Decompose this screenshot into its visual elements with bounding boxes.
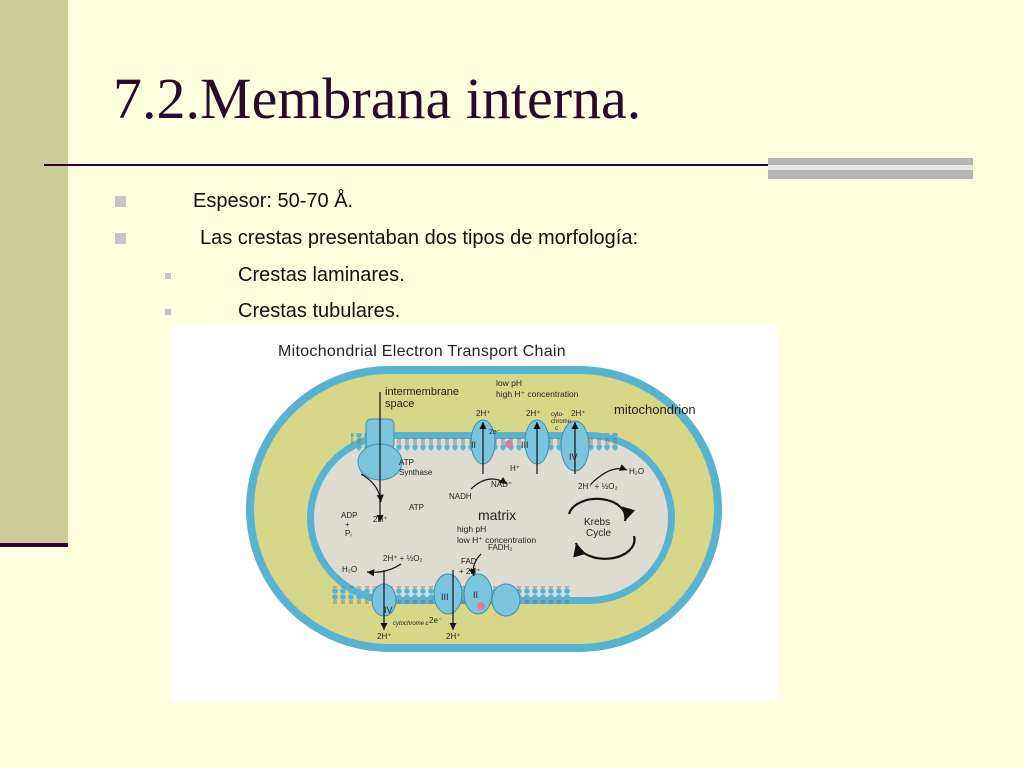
complex-label: IV — [384, 605, 393, 615]
atp-synthase-label: ATP — [399, 458, 414, 467]
adp-label: ADP — [341, 511, 357, 520]
fadh2-label: FADH₂ — [488, 543, 512, 552]
two-h-label: 2H⁺ — [377, 632, 391, 641]
space-label: space — [385, 398, 414, 410]
sub-bullet-text: Crestas laminares. — [238, 264, 405, 286]
nadh-label: NADH — [449, 492, 472, 501]
cytochrome-c-label: cytochrome c — [393, 621, 429, 627]
bullet-text: Espesor: 50-70 Å. — [193, 190, 354, 212]
matrix-label: matrix — [478, 507, 516, 523]
fad-two-h-label: + 2H⁺ — [459, 567, 480, 576]
title-rule — [44, 164, 769, 166]
lower-complex-protein — [463, 573, 493, 615]
side-rule — [0, 543, 68, 547]
sub-bullet-marker — [165, 273, 171, 279]
cycle-label: Cycle — [586, 528, 611, 539]
fad-label: FAD — [461, 557, 477, 566]
sub-bullet-text: Crestas tubulares. — [238, 300, 401, 322]
mitochondrion-label: mitochondrion — [614, 402, 696, 417]
lower-complex-protein — [433, 573, 463, 615]
plus-label: + — [345, 520, 350, 529]
two-h-label: 2H⁺ — [526, 409, 540, 418]
atp-label: ATP — [409, 503, 424, 512]
sub-bullet-marker — [165, 309, 171, 315]
two-h-half-o2-label: 2H⁺ + ½O₂ — [578, 482, 618, 491]
complex-label: III — [441, 592, 449, 602]
low-h-conc-label: low H⁺ concentration — [457, 535, 536, 545]
nad-label: NAD⁺ — [491, 480, 512, 489]
high-h-conc-label: high H⁺ concentration — [496, 389, 579, 399]
complex-label: II — [471, 440, 476, 450]
lower-complex-protein — [491, 583, 521, 617]
bullet-marker — [115, 196, 126, 207]
two-h-label: 2H⁺ — [446, 632, 460, 641]
two-h-label: 2H⁺ — [571, 409, 585, 418]
two-h-label: 2H⁺ — [476, 409, 490, 418]
h-plus-label: H⁺ — [510, 464, 520, 473]
complex-label: III — [521, 440, 529, 450]
cytochrome-c-label: cyto- — [551, 412, 564, 418]
diagram-title: Mitochondrial Electron Transport Chain — [278, 343, 566, 360]
etc-diagram: Mitochondrial Electron Transport Chain i… — [171, 324, 777, 702]
two-h-half-o2-label: 2H⁺ + ½O₂ — [383, 554, 423, 563]
complex-label: II — [473, 590, 478, 600]
krebs-cycle — [567, 497, 636, 560]
reaction-arrows — [360, 392, 628, 630]
cytochrome-c-icon — [477, 602, 485, 610]
krebs-label: Krebs — [584, 517, 610, 528]
intermembrane-label: intermembrane — [385, 386, 459, 398]
cytochrome-c-label: chrome — [551, 419, 572, 425]
cytochrome-c-icon — [505, 440, 513, 448]
cytochrome-c-label: c — [555, 426, 558, 432]
two-e-label: 2e⁻ — [489, 429, 501, 436]
complex-label: IV — [569, 452, 578, 462]
h2o-label: H₂O — [629, 467, 644, 476]
slide-title: 7.2.Membrana interna. — [113, 66, 642, 131]
atp-synthase-label: Synthase — [399, 468, 433, 477]
h2o-label: H₂O — [342, 565, 357, 574]
pi-label: Pᵢ — [345, 529, 352, 538]
bullet-text: Las crestas presentaban dos tipos de mor… — [200, 227, 639, 249]
low-ph-label: low pH — [496, 378, 522, 388]
side-band — [0, 0, 68, 546]
bullet-marker — [115, 233, 126, 244]
high-ph-label: high pH — [457, 524, 486, 534]
two-e-label: 2e⁻ — [429, 616, 442, 625]
